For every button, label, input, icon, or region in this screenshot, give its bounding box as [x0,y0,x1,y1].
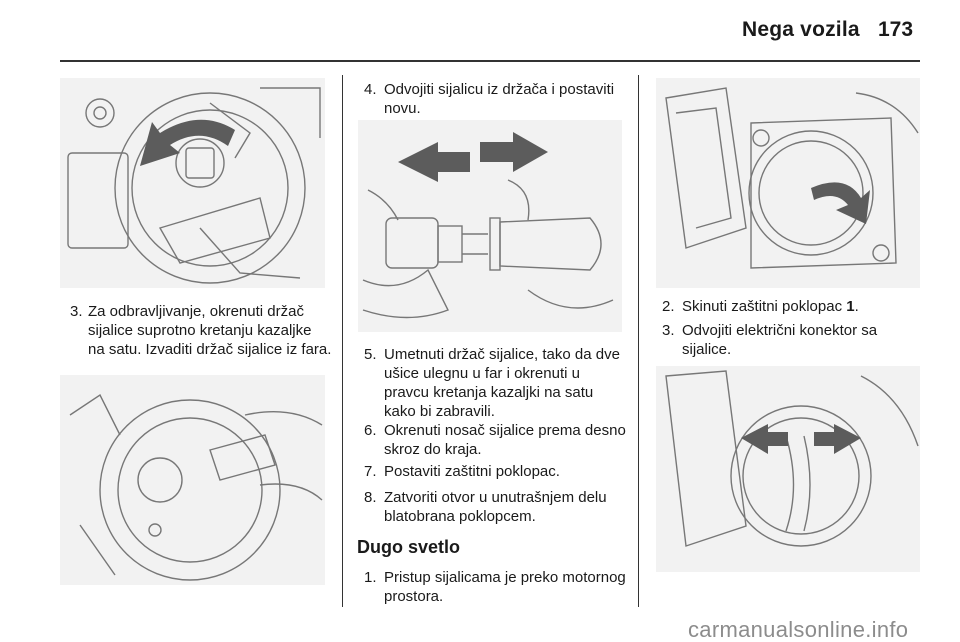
watermark: carmanualsonline.info [688,617,909,642]
arrow-left-icon [398,142,470,182]
step-text: Zatvoriti otvor u unutrašnjem delu blato… [384,489,607,525]
step-text: Za odbravljivanje, okrenuti držač sijali… [88,303,332,358]
step-number: 1. [364,569,377,586]
step-text: Odvojiti sijalicu iz držača i postaviti … [384,81,615,117]
step-number: 4. [364,81,377,98]
step-8-close-opening: 8. Zatvoriti otvor u unutrašnjem delu bl… [364,488,626,526]
clockwise-arrow-icon [811,182,870,224]
cover-reference-number: 1 [846,298,855,315]
counterclockwise-arrow-icon [140,119,235,166]
step-7-install-cover: 7. Postaviti zaštitni poklopac. [364,462,626,481]
step-text: Postaviti zaštitni poklopac. [384,463,560,480]
step-number: 2. [662,298,675,315]
column-divider-right [638,75,639,607]
figure-remove-bulb-holder [60,375,325,585]
step-2-remove-cover: 2. Skinuti zaštitni poklopac 1. [662,297,924,316]
step-text: Umetnuti držač sijalice, tako da dve uši… [384,346,620,420]
figure-bulb-holder-unlock [60,78,325,288]
step-number: 5. [364,346,377,363]
step-number: 3. [662,322,675,339]
arrow-left-icon [741,424,788,454]
arrow-right-icon [814,424,861,454]
section-heading-high-beam: Dugo svetlo [357,537,461,557]
step-5-insert-holder: 5. Umetnuti držač sijalice, tako da dve … [364,345,626,421]
step-number: 7. [364,463,377,480]
page-number: 173 [878,18,914,41]
step-text: Skinuti zaštitni poklopac 1. [682,298,859,315]
page-header-title: Nega vozila [742,18,860,41]
step-4-replace-bulb: 4. Odvojiti sijalicu iz držača i postavi… [364,80,624,118]
header-divider [60,60,920,62]
step-number: 8. [364,489,377,506]
arrow-right-icon [480,132,548,172]
column-divider-left [342,75,343,607]
figure-disconnect-connector [656,366,920,572]
step-3-unlock: 3. Za odbravljivanje, okrenuti držač sij… [70,302,332,359]
step-1-access-bulbs: 1. Pristup sijalicama je preko motornog … [364,568,626,606]
step-text: Okrenuti nosač sijalice prema desno skro… [384,422,626,458]
step-text: Pristup sijalicama je preko motornog pro… [384,569,626,605]
step-3-disconnect-connector: 3. Odvojiti električni konektor sa sijal… [662,321,924,359]
step-text: Odvojiti električni konektor sa sijalice… [682,322,878,358]
step-number: 6. [364,422,377,439]
step-6-rotate-holder: 6. Okrenuti nosač sijalice prema desno s… [364,421,626,459]
figure-remove-protective-cover [656,78,920,288]
figure-separate-bulb [358,120,622,332]
step-number: 3. [70,303,83,320]
